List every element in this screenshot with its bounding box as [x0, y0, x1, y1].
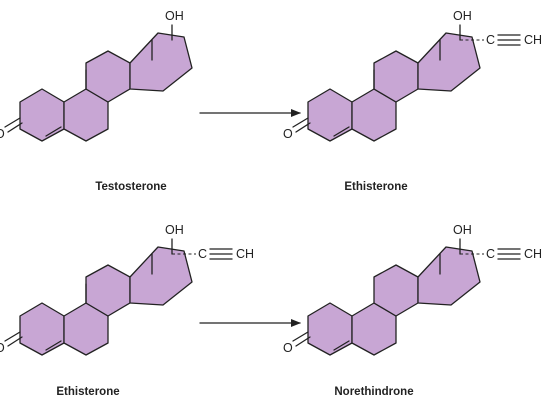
steroid-skeleton: O OH C CH	[283, 9, 542, 142]
double-bond-inner	[333, 340, 350, 351]
hydroxyl-label: OH	[165, 9, 184, 23]
alkyne-carbon-label: C	[486, 33, 495, 47]
carbonyl-bond	[292, 331, 309, 342]
hydroxyl-label: OH	[453, 223, 472, 237]
ring-d	[417, 246, 481, 306]
steroid-skeleton: O OH	[0, 9, 193, 142]
hydroxyl-label: OH	[453, 9, 472, 23]
steroid-skeleton: O OH C CH	[283, 223, 542, 356]
carbonyl-bond-second	[295, 336, 311, 347]
ring-d	[129, 246, 193, 306]
double-bond-inner	[45, 340, 62, 351]
double-bond-inner	[333, 126, 350, 137]
molecule-name: Norethindrone	[334, 386, 413, 398]
molecule-name: Testosterone	[95, 181, 166, 193]
double-bond-inner	[45, 126, 62, 137]
alkyne-carbon-label: C	[198, 247, 207, 261]
alkyne-ch-label: CH	[524, 33, 542, 47]
ring-a	[307, 302, 353, 356]
molecule-ethisterone-product: O OH C CH Ethisterone	[283, 9, 542, 193]
ring-a	[19, 88, 65, 142]
alkyne-carbon-label: C	[486, 247, 495, 261]
hydroxyl-label: OH	[165, 223, 184, 237]
ring-a	[19, 302, 65, 356]
alkyne-ch-label: CH	[236, 247, 254, 261]
carbonyl-bond-second	[295, 122, 311, 133]
molecule-name: Ethisterone	[56, 386, 119, 398]
alkyne-ch-label: CH	[524, 247, 542, 261]
ketone-oxygen-label: O	[0, 341, 5, 355]
ketone-oxygen-label: O	[283, 341, 293, 355]
carbonyl-bond	[4, 331, 21, 342]
steroid-skeleton: O OH C CH	[0, 223, 254, 356]
ketone-oxygen-label: O	[283, 127, 293, 141]
ring-d	[417, 32, 481, 92]
carbonyl-bond	[4, 117, 21, 128]
carbonyl-bond-second	[7, 122, 23, 133]
ring-d	[129, 32, 193, 92]
molecule-norethindrone: O OH C CH Norethindrone	[283, 223, 542, 398]
carbonyl-bond	[292, 117, 309, 128]
molecule-ethisterone-reactant: O OH C CH Ethisterone	[0, 223, 254, 398]
molecule-testosterone: O OH Testosterone	[0, 9, 193, 193]
ketone-oxygen-label: O	[0, 127, 5, 141]
ring-a	[307, 88, 353, 142]
molecule-name: Ethisterone	[344, 181, 407, 193]
carbonyl-bond-second	[7, 336, 23, 347]
